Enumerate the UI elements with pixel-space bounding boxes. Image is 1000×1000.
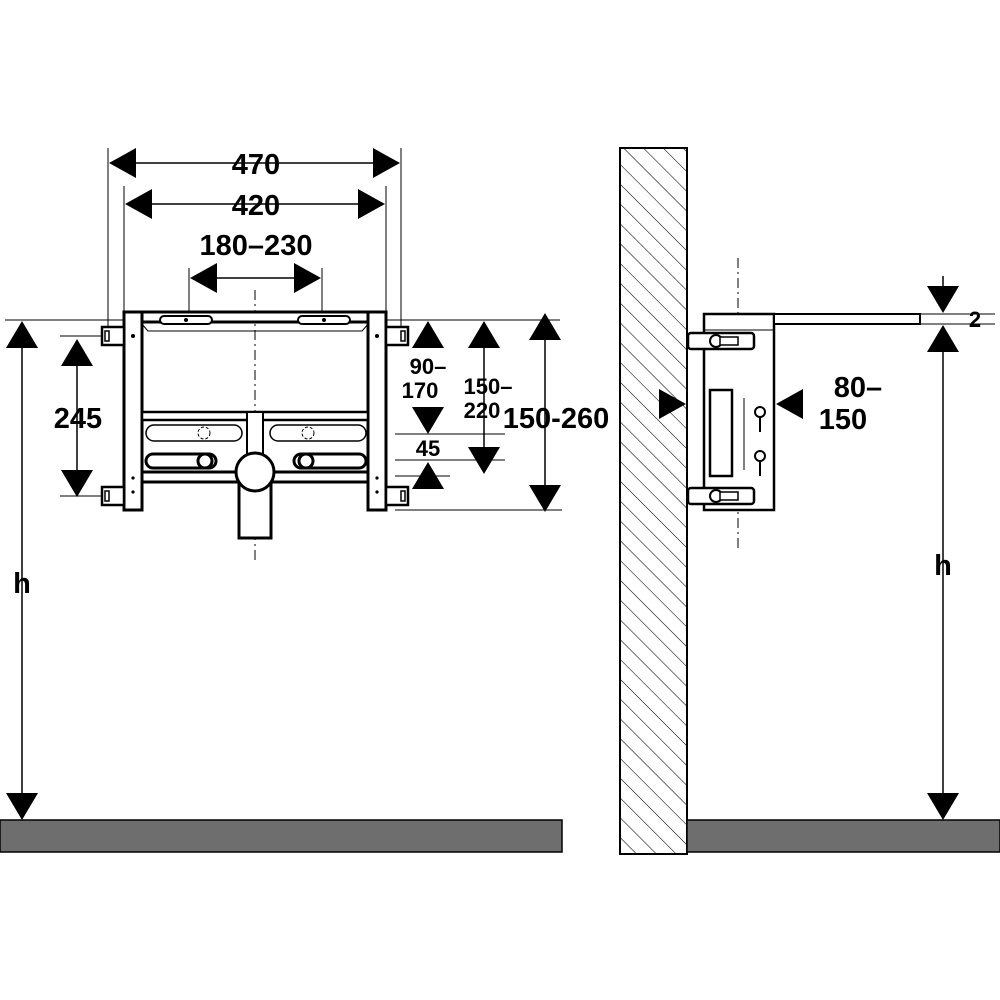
side-view: 2 80– 150 h [619,147,1000,855]
dim-45: 45 [416,436,440,461]
dim-depth-line1: 80– [834,372,882,404]
dim-150-220-line2: 220 [464,398,501,423]
dim-90-170-line2: 170 [402,378,439,403]
dim-depth-line2: 150 [819,404,867,436]
dim-150-260: 150-260 [503,403,609,435]
dim-h-side: h [934,550,952,582]
frame-side [686,312,921,512]
floor-right [686,819,1000,853]
dim-height-left: 245 [54,403,102,435]
dim-bracket-spacing: 180–230 [200,230,313,262]
extension-lines [5,148,562,560]
mounting-frame [100,310,410,540]
floor-left [0,819,563,853]
side-dimensions [659,276,959,820]
wall-section [619,147,688,855]
dim-width-inner: 420 [232,190,280,222]
dim-90-170-line1: 90– [410,354,447,379]
dim-h-front: h [13,568,31,600]
waste-pipe-fitting [234,451,276,493]
front-view: 470 420 180–230 245 90– 170 150– 220 150… [0,148,609,853]
dim-offset-2: 2 [969,307,981,332]
front-dimensions [6,148,561,820]
dim-width-total: 470 [232,149,280,181]
dim-150-220-line1: 150– [464,374,513,399]
